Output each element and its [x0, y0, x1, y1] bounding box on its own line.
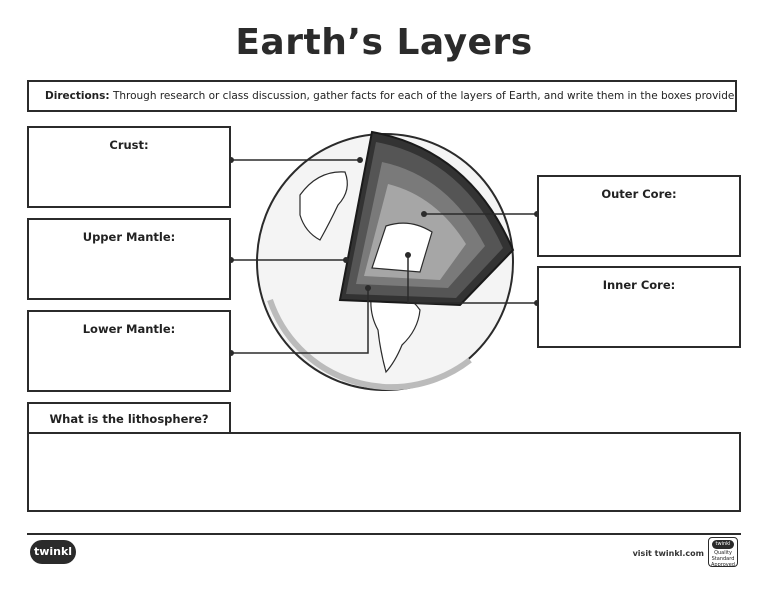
outer-core-answer-box[interactable]: Outer Core:	[537, 175, 741, 257]
inner-core-answer-box[interactable]: Inner Core:	[537, 266, 741, 348]
footer-divider	[27, 533, 741, 535]
crust-answer-box[interactable]: Crust:	[27, 126, 231, 208]
lithosphere-question-tab: What is the lithosphere?	[27, 402, 231, 434]
layer-cutaway	[338, 130, 515, 307]
directions-text: Through research or class discussion, ga…	[109, 90, 737, 102]
leader-lines	[231, 159, 537, 354]
directions-box: Directions: Through research or class di…	[27, 80, 737, 112]
badge-text: Quality Standard Approved	[711, 550, 735, 567]
lithosphere-question-label: What is the lithosphere?	[49, 412, 209, 426]
upper-mantle-label: Upper Mantle:	[82, 230, 176, 244]
twinkl-logo[interactable]: twinkl	[30, 540, 76, 564]
lithosphere-answer-box[interactable]	[27, 432, 741, 512]
lower-mantle-label: Lower Mantle:	[82, 322, 176, 336]
badge-logo: twinkl	[712, 540, 734, 549]
directions-label: Directions:	[45, 90, 110, 102]
page-title: Earth’s Layers	[235, 22, 533, 63]
inner-core-label: Inner Core:	[602, 278, 676, 292]
inner-core-layer	[371, 222, 433, 273]
quality-badge-icon: twinkl Quality Standard Approved	[708, 537, 738, 567]
outer-core-label: Outer Core:	[601, 187, 677, 201]
upper-mantle-answer-box[interactable]: Upper Mantle:	[27, 218, 231, 300]
visit-link[interactable]: visit twinkl.com	[632, 549, 704, 558]
lower-mantle-answer-box[interactable]: Lower Mantle:	[27, 310, 231, 392]
crust-label: Crust:	[109, 138, 149, 152]
